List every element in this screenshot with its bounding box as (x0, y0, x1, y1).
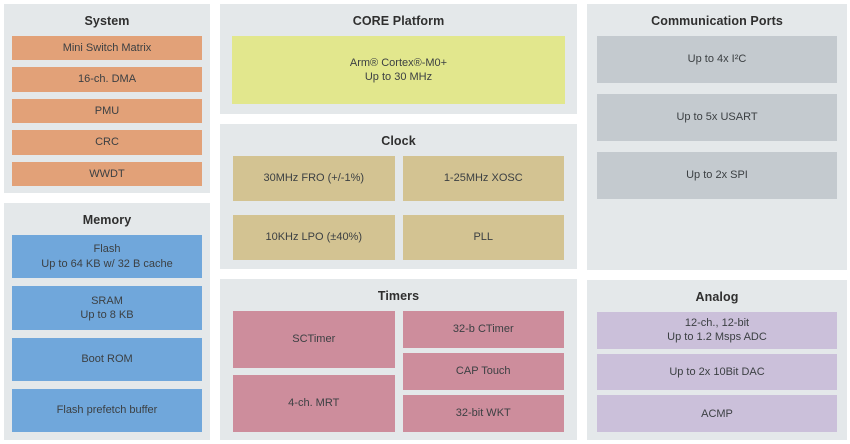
block-pll: PLL (402, 215, 564, 260)
block-dac: Up to 2x 10Bit DAC (597, 353, 837, 391)
block-wkt: 32-bit WKT (402, 395, 564, 432)
timers-blocks: SCTimer 4-ch. MRT 32-b CTimer CAP Touch … (220, 311, 577, 440)
block-dma: 16-ch. DMA (12, 67, 202, 92)
block-crc: CRC (12, 130, 202, 155)
block-lpo: 10KHz LPO (±40%) (233, 215, 395, 260)
block-flash-prefetch-buffer: Flash prefetch buffer (12, 388, 202, 432)
system-panel-title: System (84, 14, 130, 28)
timers-panel-title: Timers (377, 289, 420, 303)
analog-panel: Analog 12-ch., 12-bit Up to 1.2 Msps ADC… (587, 280, 847, 440)
communication-ports-panel: Communication Ports Up to 4x I²C Up to 5… (587, 4, 847, 270)
memory-panel-title: Memory (82, 213, 132, 227)
communication-ports-panel-title: Communication Ports (651, 14, 783, 28)
timers-panel: Timers SCTimer 4-ch. MRT 32-b CTimer CAP… (220, 279, 577, 440)
timers-right-column: 32-b CTimer CAP Touch 32-bit WKT (402, 311, 564, 432)
clock-panel-title: Clock (381, 134, 416, 148)
analog-blocks: 12-ch., 12-bit Up to 1.2 Msps ADC Up to … (587, 312, 847, 440)
block-usart: Up to 5x USART (597, 94, 837, 141)
block-cap-touch: CAP Touch (402, 353, 564, 390)
block-ctimer: 32-b CTimer (402, 311, 564, 348)
block-mrt: 4-ch. MRT (233, 375, 395, 432)
analog-panel-title: Analog (695, 290, 739, 304)
memory-panel: Memory Flash Up to 64 KB w/ 32 B cache S… (4, 203, 210, 440)
communication-ports-blocks: Up to 4x I²C Up to 5x USART Up to 2x SPI (587, 36, 847, 199)
block-mini-switch-matrix: Mini Switch Matrix (12, 36, 202, 61)
block-sram: SRAM Up to 8 KB (12, 286, 202, 330)
clock-panel: Clock 30MHz FRO (+/-1%) 1-25MHz XOSC 10K… (220, 124, 577, 269)
block-cortex-m0plus: Arm® Cortex®-M0+ Up to 30 MHz (232, 36, 565, 104)
block-sctimer: SCTimer (233, 311, 395, 368)
block-wwdt: WWDT (12, 161, 202, 187)
block-xosc: 1-25MHz XOSC (402, 156, 564, 201)
timers-left-column: SCTimer 4-ch. MRT (233, 311, 395, 432)
core-platform-panel: CORE Platform Arm® Cortex®-M0+ Up to 30 … (220, 4, 577, 114)
block-acmp: ACMP (597, 395, 837, 433)
system-blocks: Mini Switch Matrix 16-ch. DMA PMU CRC WW… (4, 36, 210, 193)
block-adc: 12-ch., 12-bit Up to 1.2 Msps ADC (597, 312, 837, 349)
memory-blocks: Flash Up to 64 KB w/ 32 B cache SRAM Up … (4, 235, 210, 440)
block-boot-rom: Boot ROM (12, 337, 202, 381)
right-column: Communication Ports Up to 4x I²C Up to 5… (587, 4, 847, 440)
block-spi: Up to 2x SPI (597, 152, 837, 199)
block-pmu: PMU (12, 98, 202, 124)
core-platform-blocks: Arm® Cortex®-M0+ Up to 30 MHz (220, 36, 577, 114)
middle-column: CORE Platform Arm® Cortex®-M0+ Up to 30 … (220, 4, 577, 440)
block-flash: Flash Up to 64 KB w/ 32 B cache (12, 235, 202, 279)
core-platform-panel-title: CORE Platform (352, 14, 445, 28)
block-i2c: Up to 4x I²C (597, 36, 837, 83)
left-column: System Mini Switch Matrix 16-ch. DMA PMU… (4, 4, 210, 440)
clock-blocks: 30MHz FRO (+/-1%) 1-25MHz XOSC 10KHz LPO… (220, 156, 577, 269)
block-fro: 30MHz FRO (+/-1%) (233, 156, 395, 201)
system-panel: System Mini Switch Matrix 16-ch. DMA PMU… (4, 4, 210, 193)
